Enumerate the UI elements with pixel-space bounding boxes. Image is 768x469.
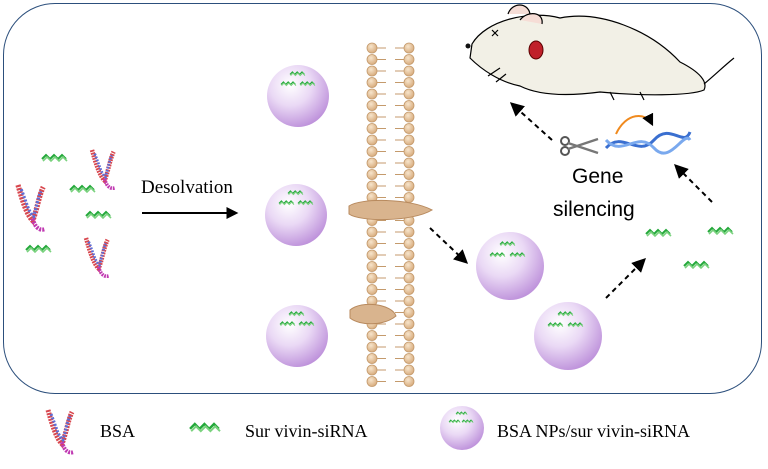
internalized-nanoparticles <box>476 232 602 370</box>
nanoparticle <box>265 184 327 246</box>
legend-sirna-icon <box>188 422 222 433</box>
membrane-protein <box>349 303 397 325</box>
nanoparticle-column <box>265 65 329 367</box>
gene-label: Gene <box>572 165 624 188</box>
nanoparticle <box>534 302 602 370</box>
nanoparticle <box>266 305 328 367</box>
legend-bsa-icon <box>48 410 74 453</box>
legend-np-label: BSA NPs/sur vivin-siRNA <box>497 421 691 441</box>
diagram-frame <box>3 3 762 394</box>
membrane-protein <box>348 199 434 221</box>
desolvation-label: Desolvation <box>141 177 233 198</box>
legend-sirna-label: Sur vivin-siRNA <box>245 421 368 441</box>
nanoparticle <box>267 65 329 127</box>
nanoparticle <box>476 232 544 300</box>
dna-helix-icon <box>604 112 692 155</box>
legend-nanoparticle-icon <box>440 406 484 450</box>
scissors-icon <box>560 136 599 156</box>
mouse-illustration <box>465 4 735 101</box>
legend-bsa-label: BSA <box>100 421 136 441</box>
silencing-label: silencing <box>553 198 635 221</box>
